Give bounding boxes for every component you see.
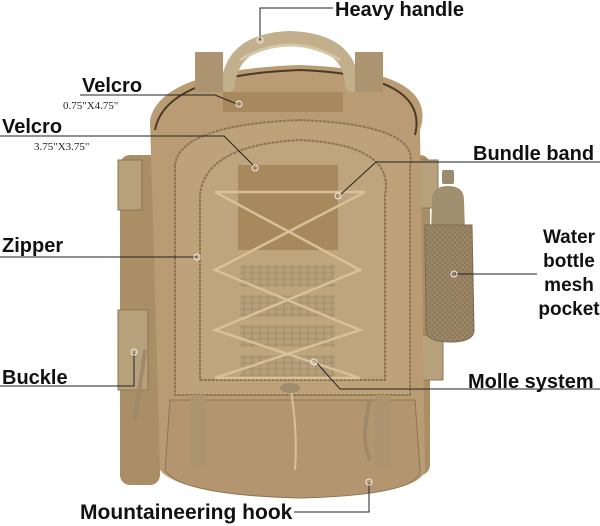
label-heavy-handle: Heavy handle	[335, 0, 464, 21]
label-zipper: Zipper	[2, 235, 64, 257]
handle	[221, 30, 359, 92]
label-velcro-top: Velcro	[82, 75, 143, 97]
velcro-front-patch	[238, 165, 338, 250]
label-velcro-front: Velcro	[2, 116, 63, 138]
label-buckle: Buckle	[2, 367, 68, 389]
label-line: mesh	[544, 275, 594, 296]
velcro-top-size: 0.75"X4.75"	[63, 100, 119, 112]
label-water-bottle-mesh-pocket: Water bottle mesh pocket	[538, 226, 600, 322]
bungee-cord	[211, 190, 366, 380]
velcro-top-patch	[223, 92, 343, 112]
label-molle-system: Molle system	[468, 371, 594, 393]
label-line: pocket	[538, 299, 600, 320]
label-line: Water	[542, 227, 596, 248]
label-line: bottle	[543, 251, 595, 272]
label-mountaineering-hook: Mountaineering hook	[80, 501, 293, 524]
label-bundle-band: Bundle band	[473, 143, 595, 165]
water-bottle	[424, 170, 475, 343]
velcro-front-size: 3.75"X3.75"	[34, 141, 90, 153]
